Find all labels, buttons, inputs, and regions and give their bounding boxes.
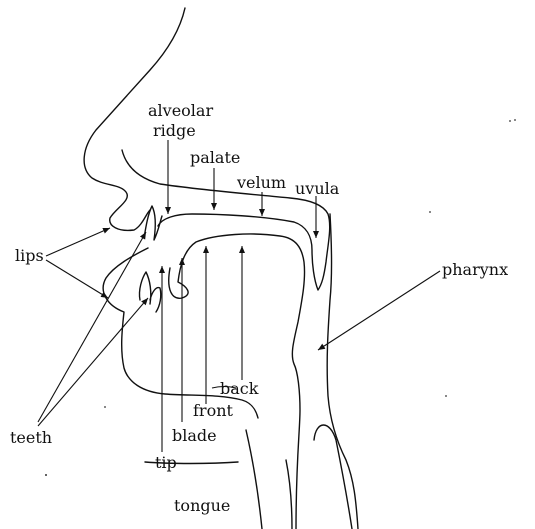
back-label: back [220,381,258,397]
blade-label: blade [172,428,217,444]
teeth-pointer-lower [38,298,148,426]
scan-speck [429,211,431,213]
teeth-pointer-upper [38,232,146,422]
lips-pointer-upper [46,228,110,256]
pharynx-label: pharynx [442,262,508,278]
scan-speck [45,474,47,476]
scan-speck [509,120,511,122]
teeth-label: teeth [10,430,52,446]
pharynx-pointer [318,271,440,350]
lips-pointer-lower [46,260,108,298]
tongue-label: tongue [174,498,230,514]
epiglottis-outline [314,425,352,529]
lips-label: lips [15,248,44,264]
uvula-label: uvula [295,181,339,197]
palate-label: palate [190,150,240,166]
front-label: front [193,403,233,419]
lower-teeth-outline [139,272,160,312]
throat-edge-right [286,460,292,529]
alveolar-label: alveolar [148,103,213,119]
tip-label: tip [155,455,177,471]
throat-edge-left [246,430,262,529]
velum-label: velum [237,175,286,191]
scan-speck [514,119,516,121]
ridge-label: ridge [153,123,196,139]
palate-roof-outline [122,150,330,290]
scan-speck [445,395,447,397]
pharynx-wall-outline [327,214,358,529]
scan-speck [104,406,106,408]
